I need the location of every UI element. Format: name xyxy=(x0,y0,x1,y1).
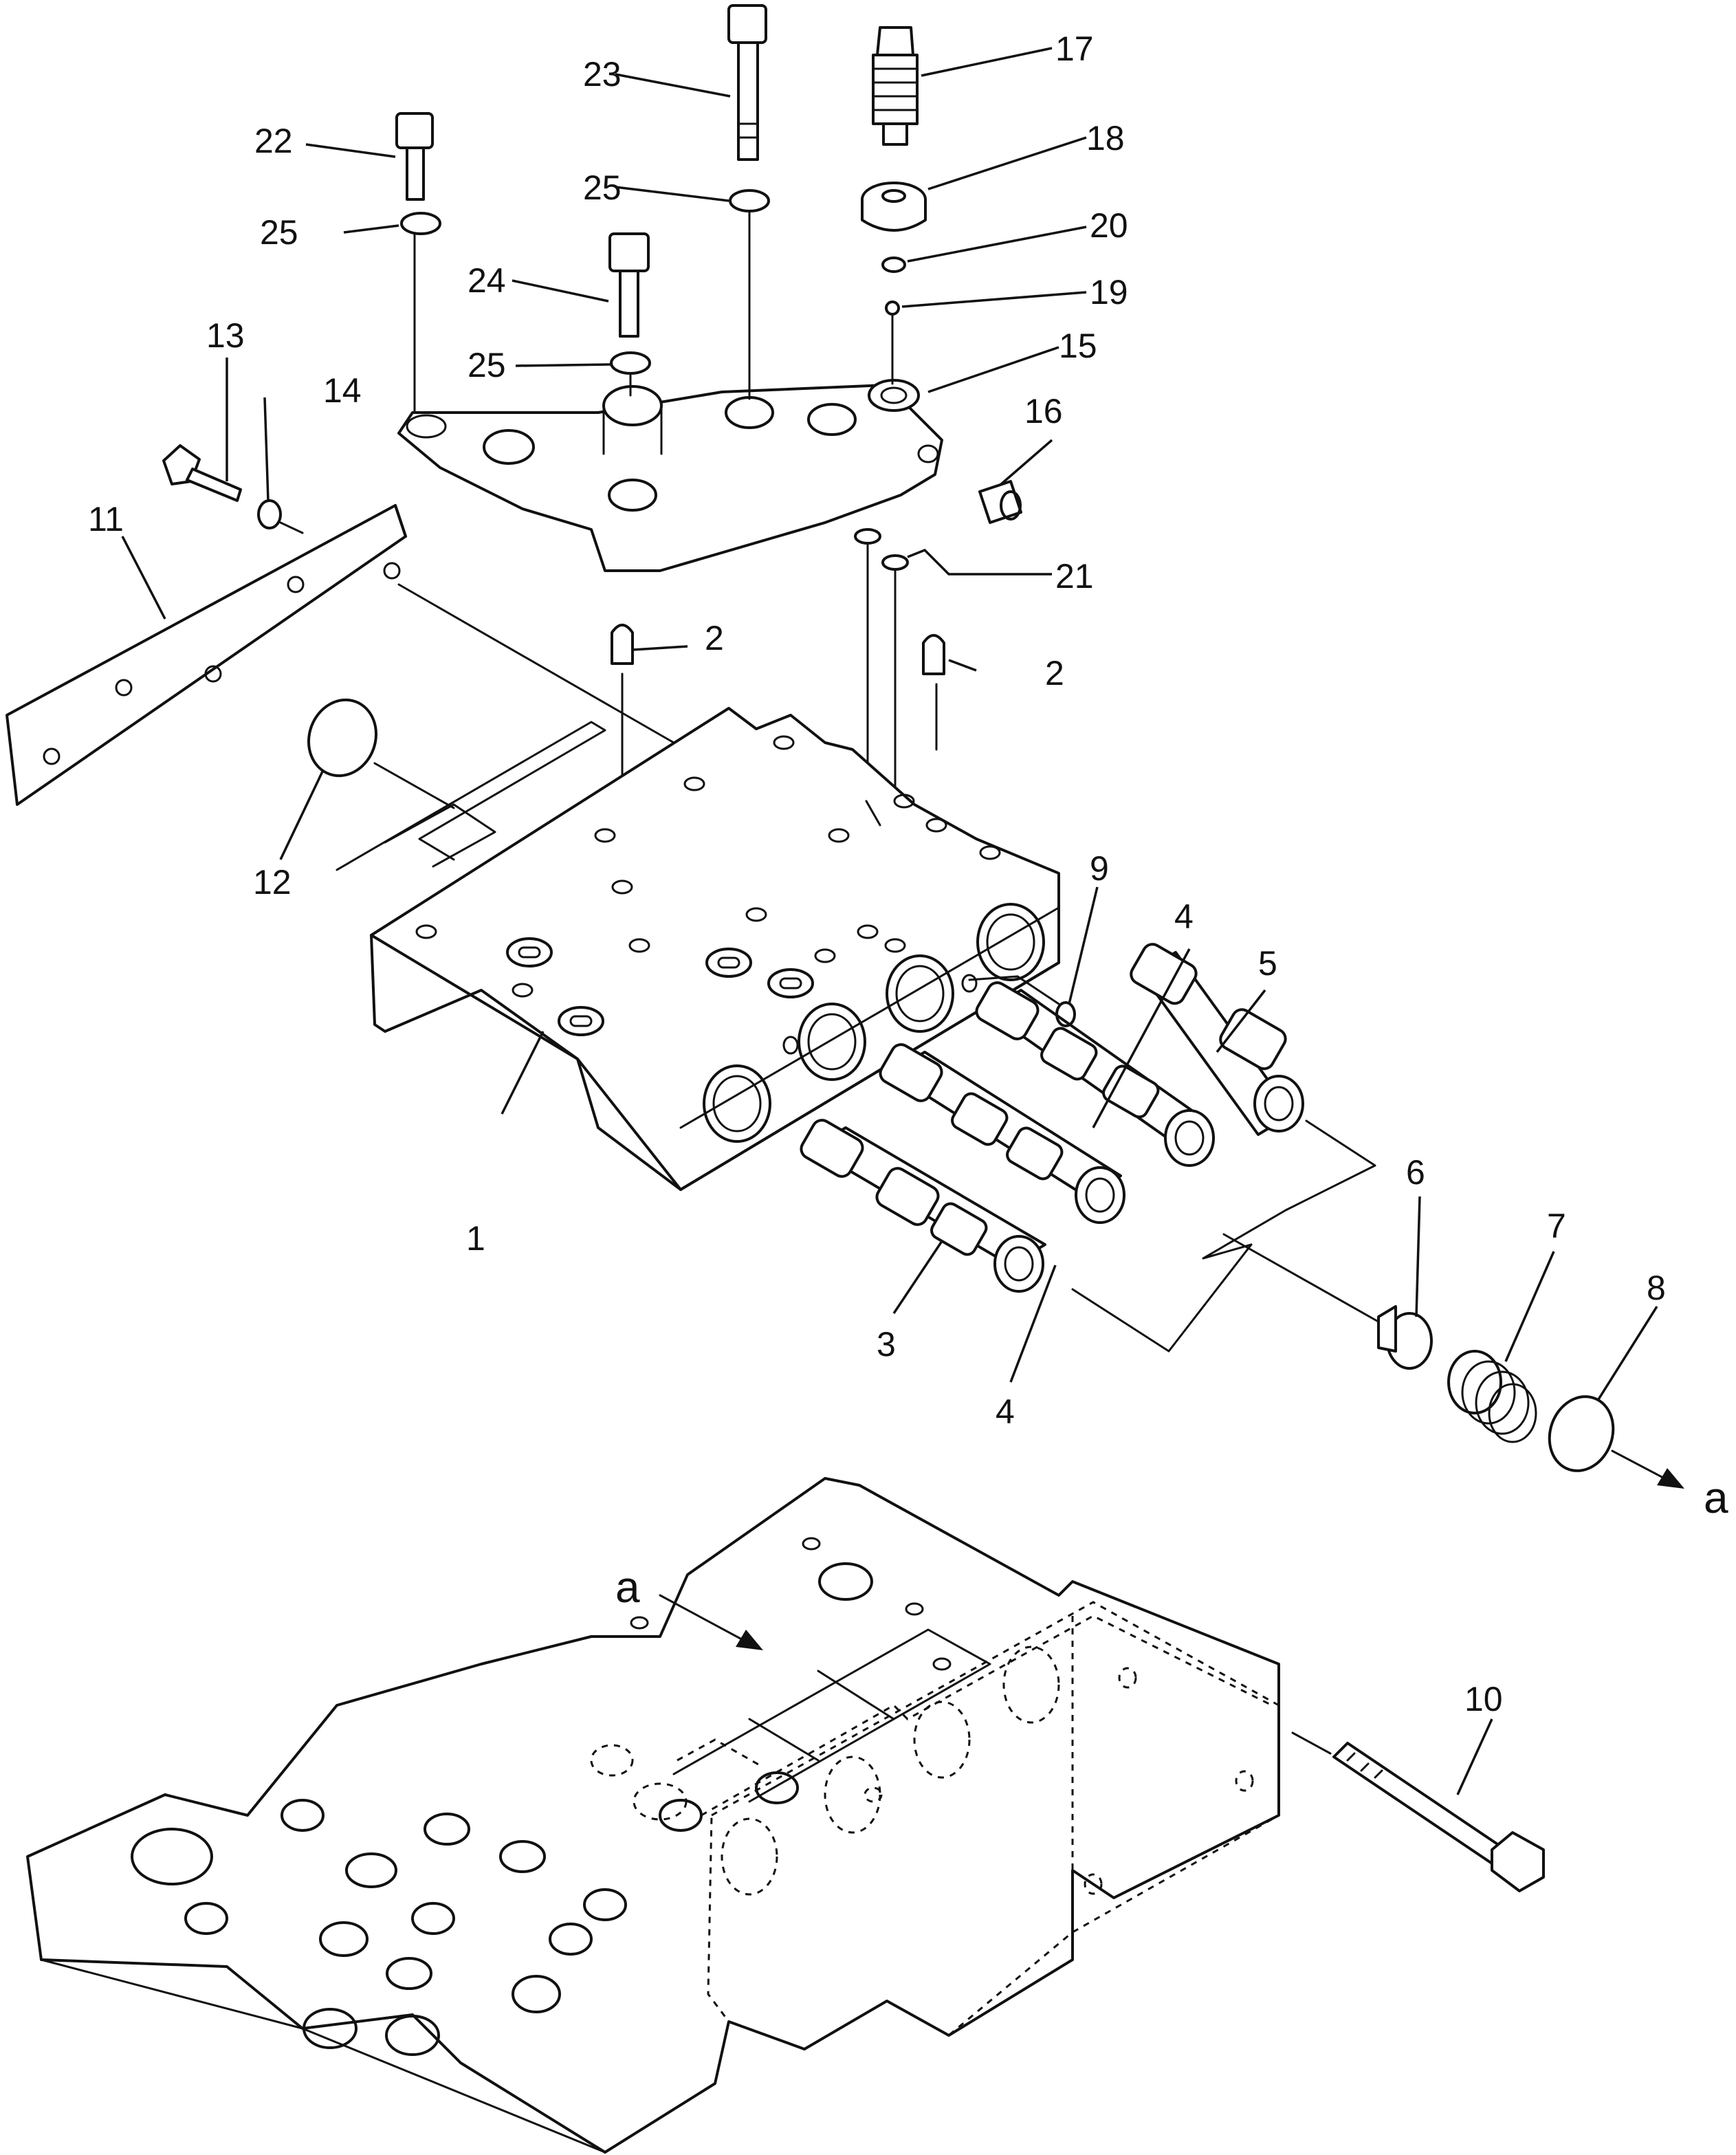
part-25-washer-top xyxy=(729,189,770,212)
reference-a-lower: a xyxy=(615,1562,640,1612)
callout-18: 18 xyxy=(1086,119,1125,157)
callout-4-lower: 4 xyxy=(996,1392,1015,1431)
callout-1: 1 xyxy=(466,1219,485,1258)
part-19-ball xyxy=(885,300,900,316)
callout-labels: 1 2 2 3 4 4 5 6 7 8 9 10 11 12 13 14 15 … xyxy=(88,30,1728,1718)
callout-16: 16 xyxy=(1024,392,1063,430)
callout-6: 6 xyxy=(1406,1153,1425,1192)
callout-23: 23 xyxy=(583,55,622,94)
callout-13: 13 xyxy=(206,316,245,355)
part-14-washer xyxy=(257,499,282,529)
callout-4-upper: 4 xyxy=(1174,897,1194,936)
part-5-spool xyxy=(1130,943,1304,1136)
callout-25-left: 25 xyxy=(260,213,298,252)
part-1-valve-body xyxy=(370,707,1060,1191)
part-4-spool-upper xyxy=(975,981,1215,1167)
reference-a-right: a xyxy=(1704,1473,1728,1522)
part-7-spring xyxy=(1447,1350,1537,1443)
part-2-pin-right xyxy=(922,634,945,675)
part-25-washer-middle xyxy=(610,351,651,375)
part-4-spool-lower xyxy=(879,1043,1125,1224)
gasket-outline-upper xyxy=(336,721,606,871)
callout-14: 14 xyxy=(323,371,362,410)
callout-25-middle: 25 xyxy=(468,346,506,384)
callout-17: 17 xyxy=(1055,30,1094,68)
callout-5: 5 xyxy=(1258,944,1277,983)
part-21-o-rings xyxy=(854,528,909,571)
gasket-outline-lower xyxy=(968,975,1383,1353)
part-17-screw xyxy=(872,26,919,146)
part-20-o-ring xyxy=(881,256,906,273)
part-6-plug xyxy=(1377,1305,1433,1370)
part-13-bolt xyxy=(162,444,242,502)
part-8-o-ring xyxy=(1548,1395,1615,1472)
part-23-bolt xyxy=(727,4,767,161)
callout-8: 8 xyxy=(1647,1269,1666,1307)
part-11-plate xyxy=(6,504,407,806)
arrow-to-a xyxy=(1611,1450,1684,1489)
part-15-cover xyxy=(397,379,943,572)
part-24-bolt xyxy=(608,232,650,338)
part-22-bolt xyxy=(395,112,434,201)
arrow-from-a xyxy=(659,1594,763,1650)
callout-7: 7 xyxy=(1547,1207,1566,1245)
part-3-spool xyxy=(800,1119,1046,1293)
leader-lines xyxy=(121,47,1658,1795)
callout-22: 22 xyxy=(254,122,293,160)
part-18-nut xyxy=(861,182,927,232)
callout-24: 24 xyxy=(468,261,506,300)
callout-9: 9 xyxy=(1090,849,1109,888)
callout-10: 10 xyxy=(1464,1680,1503,1718)
part-16-plug xyxy=(978,480,1022,524)
callout-2-left: 2 xyxy=(705,619,724,657)
part-12-o-ring xyxy=(307,698,378,778)
callout-3: 3 xyxy=(877,1325,896,1364)
part-2-pin-left xyxy=(611,624,634,665)
callout-21: 21 xyxy=(1055,557,1094,595)
callout-12: 12 xyxy=(253,863,292,901)
part-25-washer-left xyxy=(400,212,441,235)
callout-20: 20 xyxy=(1090,206,1128,245)
callout-11: 11 xyxy=(88,500,124,538)
callout-15: 15 xyxy=(1059,327,1097,365)
callout-2-right: 2 xyxy=(1045,654,1064,692)
lower-valve-body xyxy=(26,1477,1280,2154)
callout-25-top: 25 xyxy=(583,168,622,207)
part-10-bolt xyxy=(1291,1731,1545,1892)
part-9-o-ring xyxy=(1055,1001,1076,1027)
callout-19: 19 xyxy=(1090,273,1128,311)
